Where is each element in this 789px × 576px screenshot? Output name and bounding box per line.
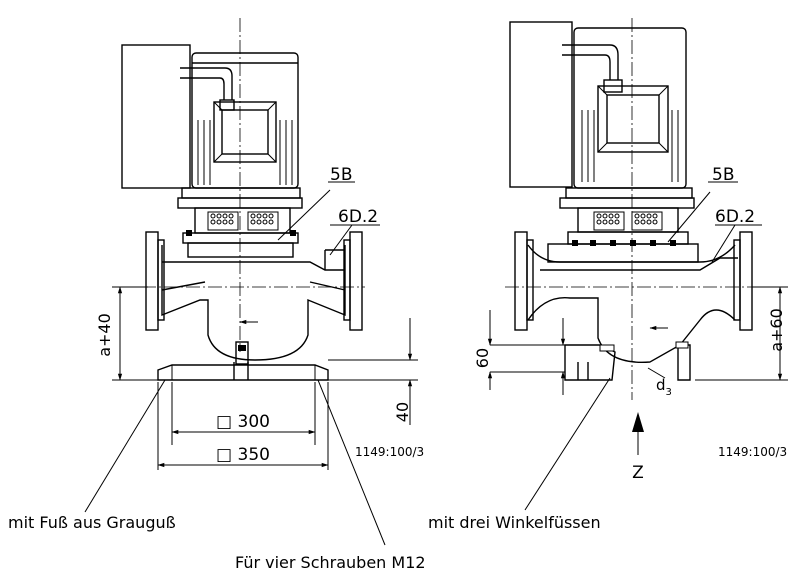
right-view-z: Z [632, 463, 644, 483]
left-dim-40: 40 [393, 402, 412, 422]
labels: 5B 6D.2 a+40 □ 300 □ 350 40 1149:100/3 m… [8, 165, 787, 572]
left-pump [120, 18, 365, 381]
right-terminal-box [509, 21, 573, 188]
bottom-caption: Für vier Schrauben M12 [235, 553, 426, 572]
right-label-5b: 5B [712, 165, 734, 185]
right-dim-a60: a+60 [767, 308, 786, 352]
right-drawing-number: 1149:100/3 [718, 445, 787, 459]
left-motor-body [191, 52, 299, 189]
right-dimensions [487, 181, 788, 511]
right-label-d3: d3 [656, 376, 672, 398]
right-dim-60: 60 [473, 348, 492, 368]
left-label-6d2: 6D.2 [338, 207, 378, 227]
left-label-5b: 5B [330, 165, 352, 185]
left-dim-a40: a+40 [95, 313, 114, 357]
left-dimensions [84, 181, 418, 546]
right-motor-body [573, 27, 687, 189]
left-dim-300: □ 300 [216, 412, 270, 432]
left-drawing-number: 1149:100/3 [355, 445, 424, 459]
left-dim-350: □ 350 [216, 445, 270, 465]
right-caption: mit drei Winkelfüssen [428, 513, 601, 532]
right-label-6d2: 6D.2 [715, 207, 755, 227]
left-caption: mit Fuß aus Grauguß [8, 513, 176, 532]
right-pump [505, 18, 765, 400]
left-terminal-box [121, 44, 191, 189]
